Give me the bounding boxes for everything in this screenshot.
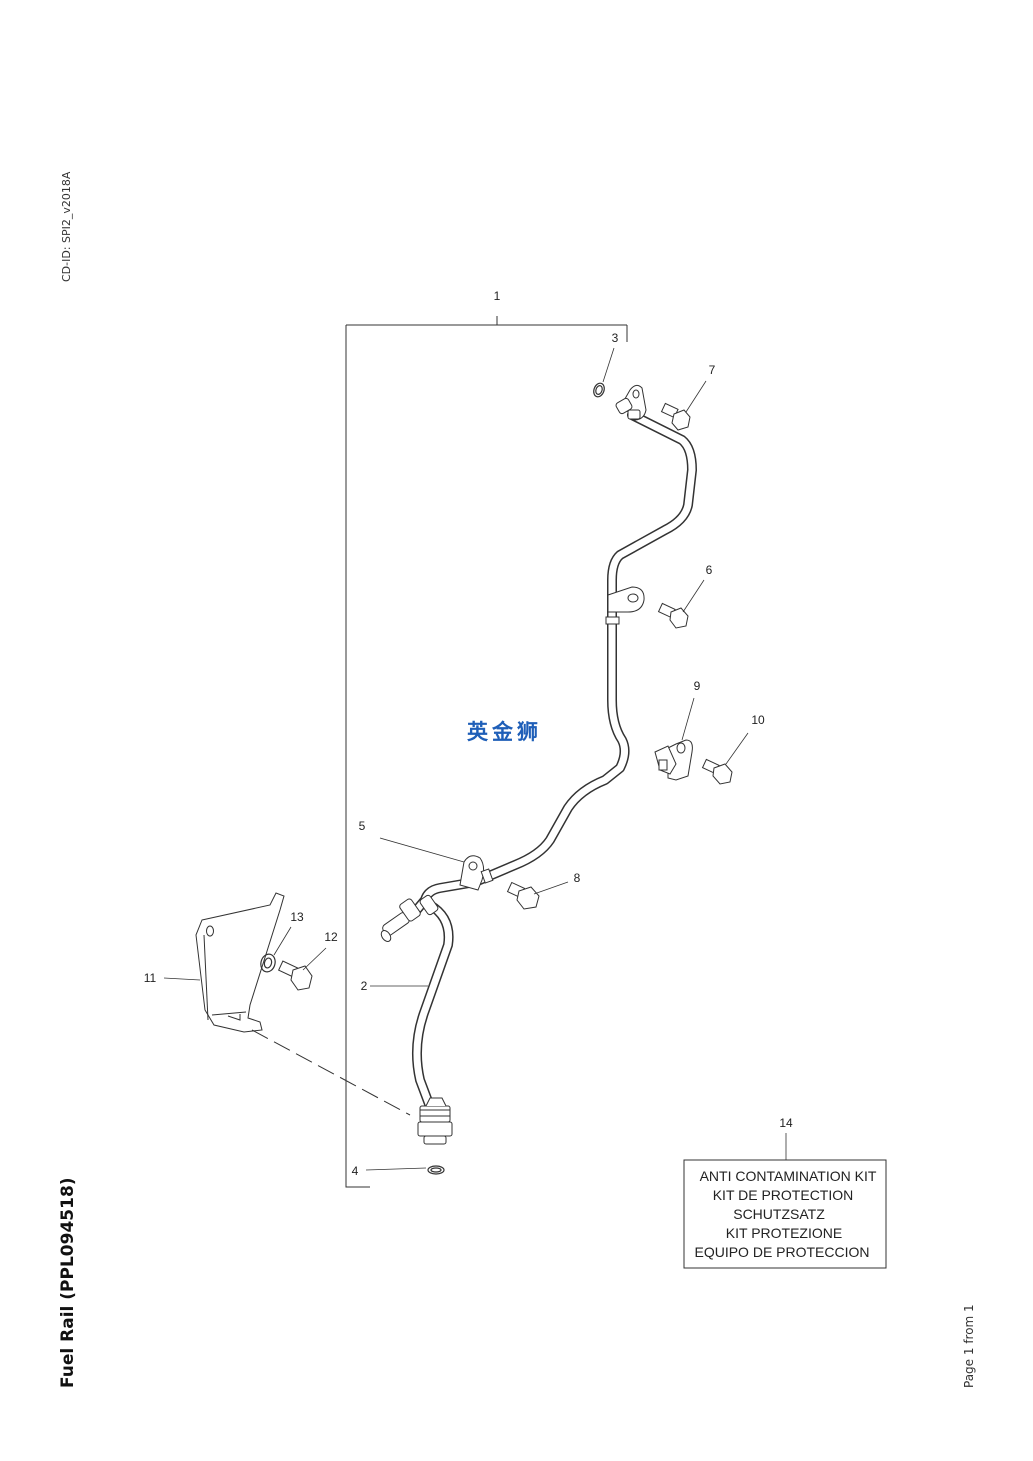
- callout-4: 4: [352, 1164, 359, 1178]
- callout-7: 7: [709, 363, 716, 377]
- washer-13: [260, 953, 276, 973]
- bolt-7: [660, 402, 691, 431]
- kit-label-box: ANTI CONTAMINATION KIT KIT DE PROTECTION…: [683, 1159, 887, 1269]
- callout-9: 9: [694, 679, 701, 693]
- callout-6: 6: [706, 563, 713, 577]
- bolt-6: [657, 602, 689, 629]
- callout-2: 2: [361, 979, 368, 993]
- bolt-12: [277, 960, 313, 991]
- callout-5: 5: [359, 819, 366, 833]
- o-ring-4: [427, 1165, 445, 1175]
- kit-line-5: EQUIPO DE PROTECCION: [694, 1244, 869, 1260]
- pipe-clip-lower: [459, 855, 485, 891]
- group-bracket: [345, 316, 628, 1188]
- clip-9: [654, 739, 693, 781]
- callout-3: 3: [612, 331, 619, 345]
- kit-line-4: KIT PROTEZIONE: [726, 1225, 842, 1241]
- pipe-stub: [380, 894, 439, 942]
- pipe-clip-upper: [607, 586, 645, 613]
- kit-line-1: ANTI CONTAMINATION KIT: [700, 1168, 877, 1184]
- callout-numbers: 1 2 3 4 5 6 7 8 9 10 11 12 13 14: [144, 289, 793, 1178]
- kit-line-2: KIT DE PROTECTION: [713, 1187, 854, 1203]
- callout-11: 11: [144, 971, 157, 985]
- callout-13: 13: [290, 910, 304, 924]
- watermark: 英金狮: [467, 720, 542, 744]
- pipe-ferrule: [605, 616, 620, 625]
- callout-10: 10: [751, 713, 765, 727]
- bolt-8: [506, 881, 540, 910]
- union-fitting: [417, 1097, 453, 1145]
- o-ring-3: [593, 382, 605, 398]
- top-flange: [615, 384, 647, 421]
- callout-8: 8: [574, 871, 581, 885]
- bolt-10: [701, 758, 733, 785]
- kit-line-3: SCHUTZSATZ: [733, 1206, 825, 1222]
- callout-1: 1: [494, 289, 501, 303]
- fuel-pipe: [410, 410, 697, 1117]
- callout-12: 12: [324, 930, 338, 944]
- bracket-11: [195, 892, 285, 1033]
- callout-14: 14: [779, 1116, 793, 1130]
- alignment-line: [251, 1029, 411, 1116]
- leader-lines: [163, 347, 787, 1171]
